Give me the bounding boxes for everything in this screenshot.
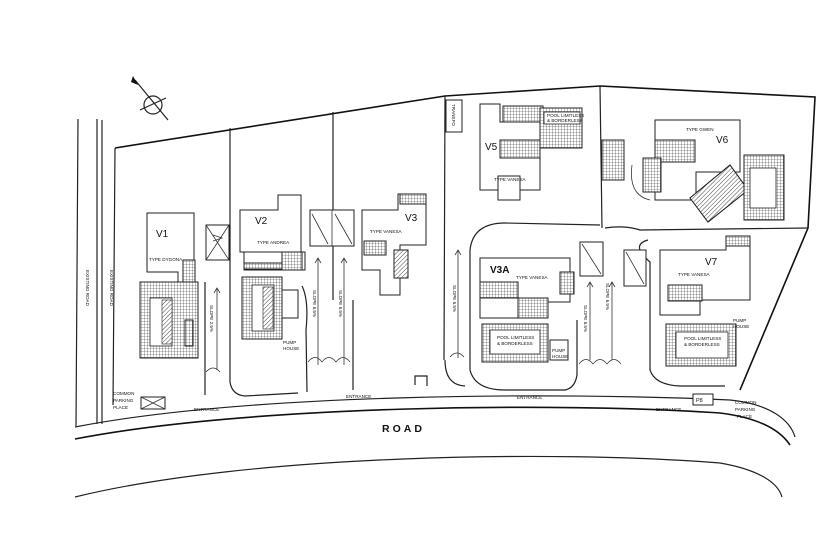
villa-v7-type: TYPE VANESA (678, 272, 711, 277)
site-boundary (112, 85, 816, 406)
entrance-label-1: ENTRANCE (194, 407, 219, 412)
slope-label-v7: SLOPE 6.5% (605, 283, 610, 310)
villa-v5-id: V5 (485, 142, 498, 153)
pump-house-v3a-1: PUMP (552, 348, 565, 353)
villa-v3-id: V3 (405, 213, 418, 224)
pump-house-v3a-2: HOUSE (552, 354, 568, 359)
pool-label-v3a-2: & BORDERLESS (497, 341, 533, 346)
parking-left-line-3: PLACE (113, 405, 128, 410)
villa-v5: V5 TYPE VANESA POOL LIMITLESS & BORDERLE… (479, 103, 584, 201)
transfo-v5: TRANSFO (445, 99, 463, 133)
entrance-label-3: ENTRANCE (517, 395, 542, 400)
villa-v1: V1 TYPE DYGONA (139, 212, 199, 359)
pool-label-v5-2: & BORDERLESS (547, 118, 583, 123)
stair-v6 (601, 139, 625, 181)
existing-road-label-2: EXISTING ROAD (109, 270, 114, 307)
pool-label-v7-2: & BORDERLESS (684, 342, 720, 347)
entrance-label-4: ENTRANCE (656, 407, 681, 412)
villa-v3a: V3A TYPE VANESA POOL LIMITLESS & BORDERL… (479, 257, 575, 363)
pump-house-v7-2: HOUSE (733, 324, 749, 329)
slope-label-v3a-left: SLOPE 6.5% (452, 285, 457, 312)
villa-v2-id: V2 (255, 216, 268, 227)
pump-house-v7-1: PUMP (733, 318, 746, 323)
parking-right-line-1: COMMON (735, 400, 756, 405)
villa-v6-type: TYPE GWEN (686, 127, 714, 132)
carport-v3a (579, 241, 604, 277)
parking-left-line-1: COMMON (113, 391, 134, 396)
villa-v2-type: TYPE ANDREA (257, 240, 290, 245)
road: ROAD ENTRANCE ENTRANCE ENTRANCE ENTRANCE (74, 394, 796, 498)
transfo-label: TRANSFO (451, 104, 456, 126)
parking-left-line-2: PARKING (113, 398, 134, 403)
slope-label-v1: SLOPE 2.5% (209, 305, 214, 332)
pump-house-v2-2: HOUSE (283, 346, 299, 351)
villa-v3a-type: TYPE VANESA (516, 275, 549, 280)
north-arrow-icon (131, 76, 169, 121)
villa-v3-type: TYPE VANESA (370, 229, 403, 234)
parking-right-line-3: PLACE (737, 414, 752, 419)
pool-label-v5-1: POOL LIMITLESS (547, 113, 584, 118)
villa-v3a-id: V3A (490, 265, 509, 276)
road-label: ROAD (382, 423, 425, 435)
carport-v7 (623, 249, 647, 287)
slope-label-v2: SLOPE 6.5% (312, 290, 317, 317)
pump-house-v2-1: PUMP (283, 340, 296, 345)
villa-v1-id: V1 (156, 229, 169, 240)
carport-v3 (309, 209, 355, 247)
slope-label-v3a-right: SLOPE 6.5% (583, 305, 588, 332)
villa-v1-type: TYPE DYGONA (149, 257, 183, 262)
villa-v6: V6 TYPE GWEN (631, 119, 785, 223)
villa-v7-id: V7 (705, 257, 718, 268)
villa-v7: V7 TYPE VANESA POOL LIMITLESS & BORDERLE… (659, 235, 751, 367)
common-parking-left: COMMON PARKING PLACE (113, 391, 166, 410)
existing-road-strip: EXISTING ROAD EXISTING ROAD (75, 118, 114, 427)
villa-v6-id: V6 (716, 135, 729, 146)
parking-code: P8 (696, 398, 703, 404)
slope-label-v3: SLOPE 6.5% (338, 290, 343, 317)
villa-v3: V3 TYPE VANESA (361, 193, 427, 296)
pool-label-v7-1: POOL LIMITLESS (684, 336, 721, 341)
existing-road-label-1: EXISTING ROAD (85, 270, 90, 307)
parking-right-line-2: PARKING (735, 407, 756, 412)
villa-v5-type: TYPE VANESA (494, 177, 527, 182)
entrance-label-2: ENTRANCE (346, 394, 371, 399)
pool-label-v3a-1: POOL LIMITLESS (497, 335, 534, 340)
carport-v1 (205, 224, 230, 261)
driveway-arrows (205, 249, 622, 373)
common-parking-right: P8 COMMON PARKING PLACE (692, 393, 756, 419)
villa-v2: V2 TYPE ANDREA PUMP HOUSE (239, 194, 306, 351)
